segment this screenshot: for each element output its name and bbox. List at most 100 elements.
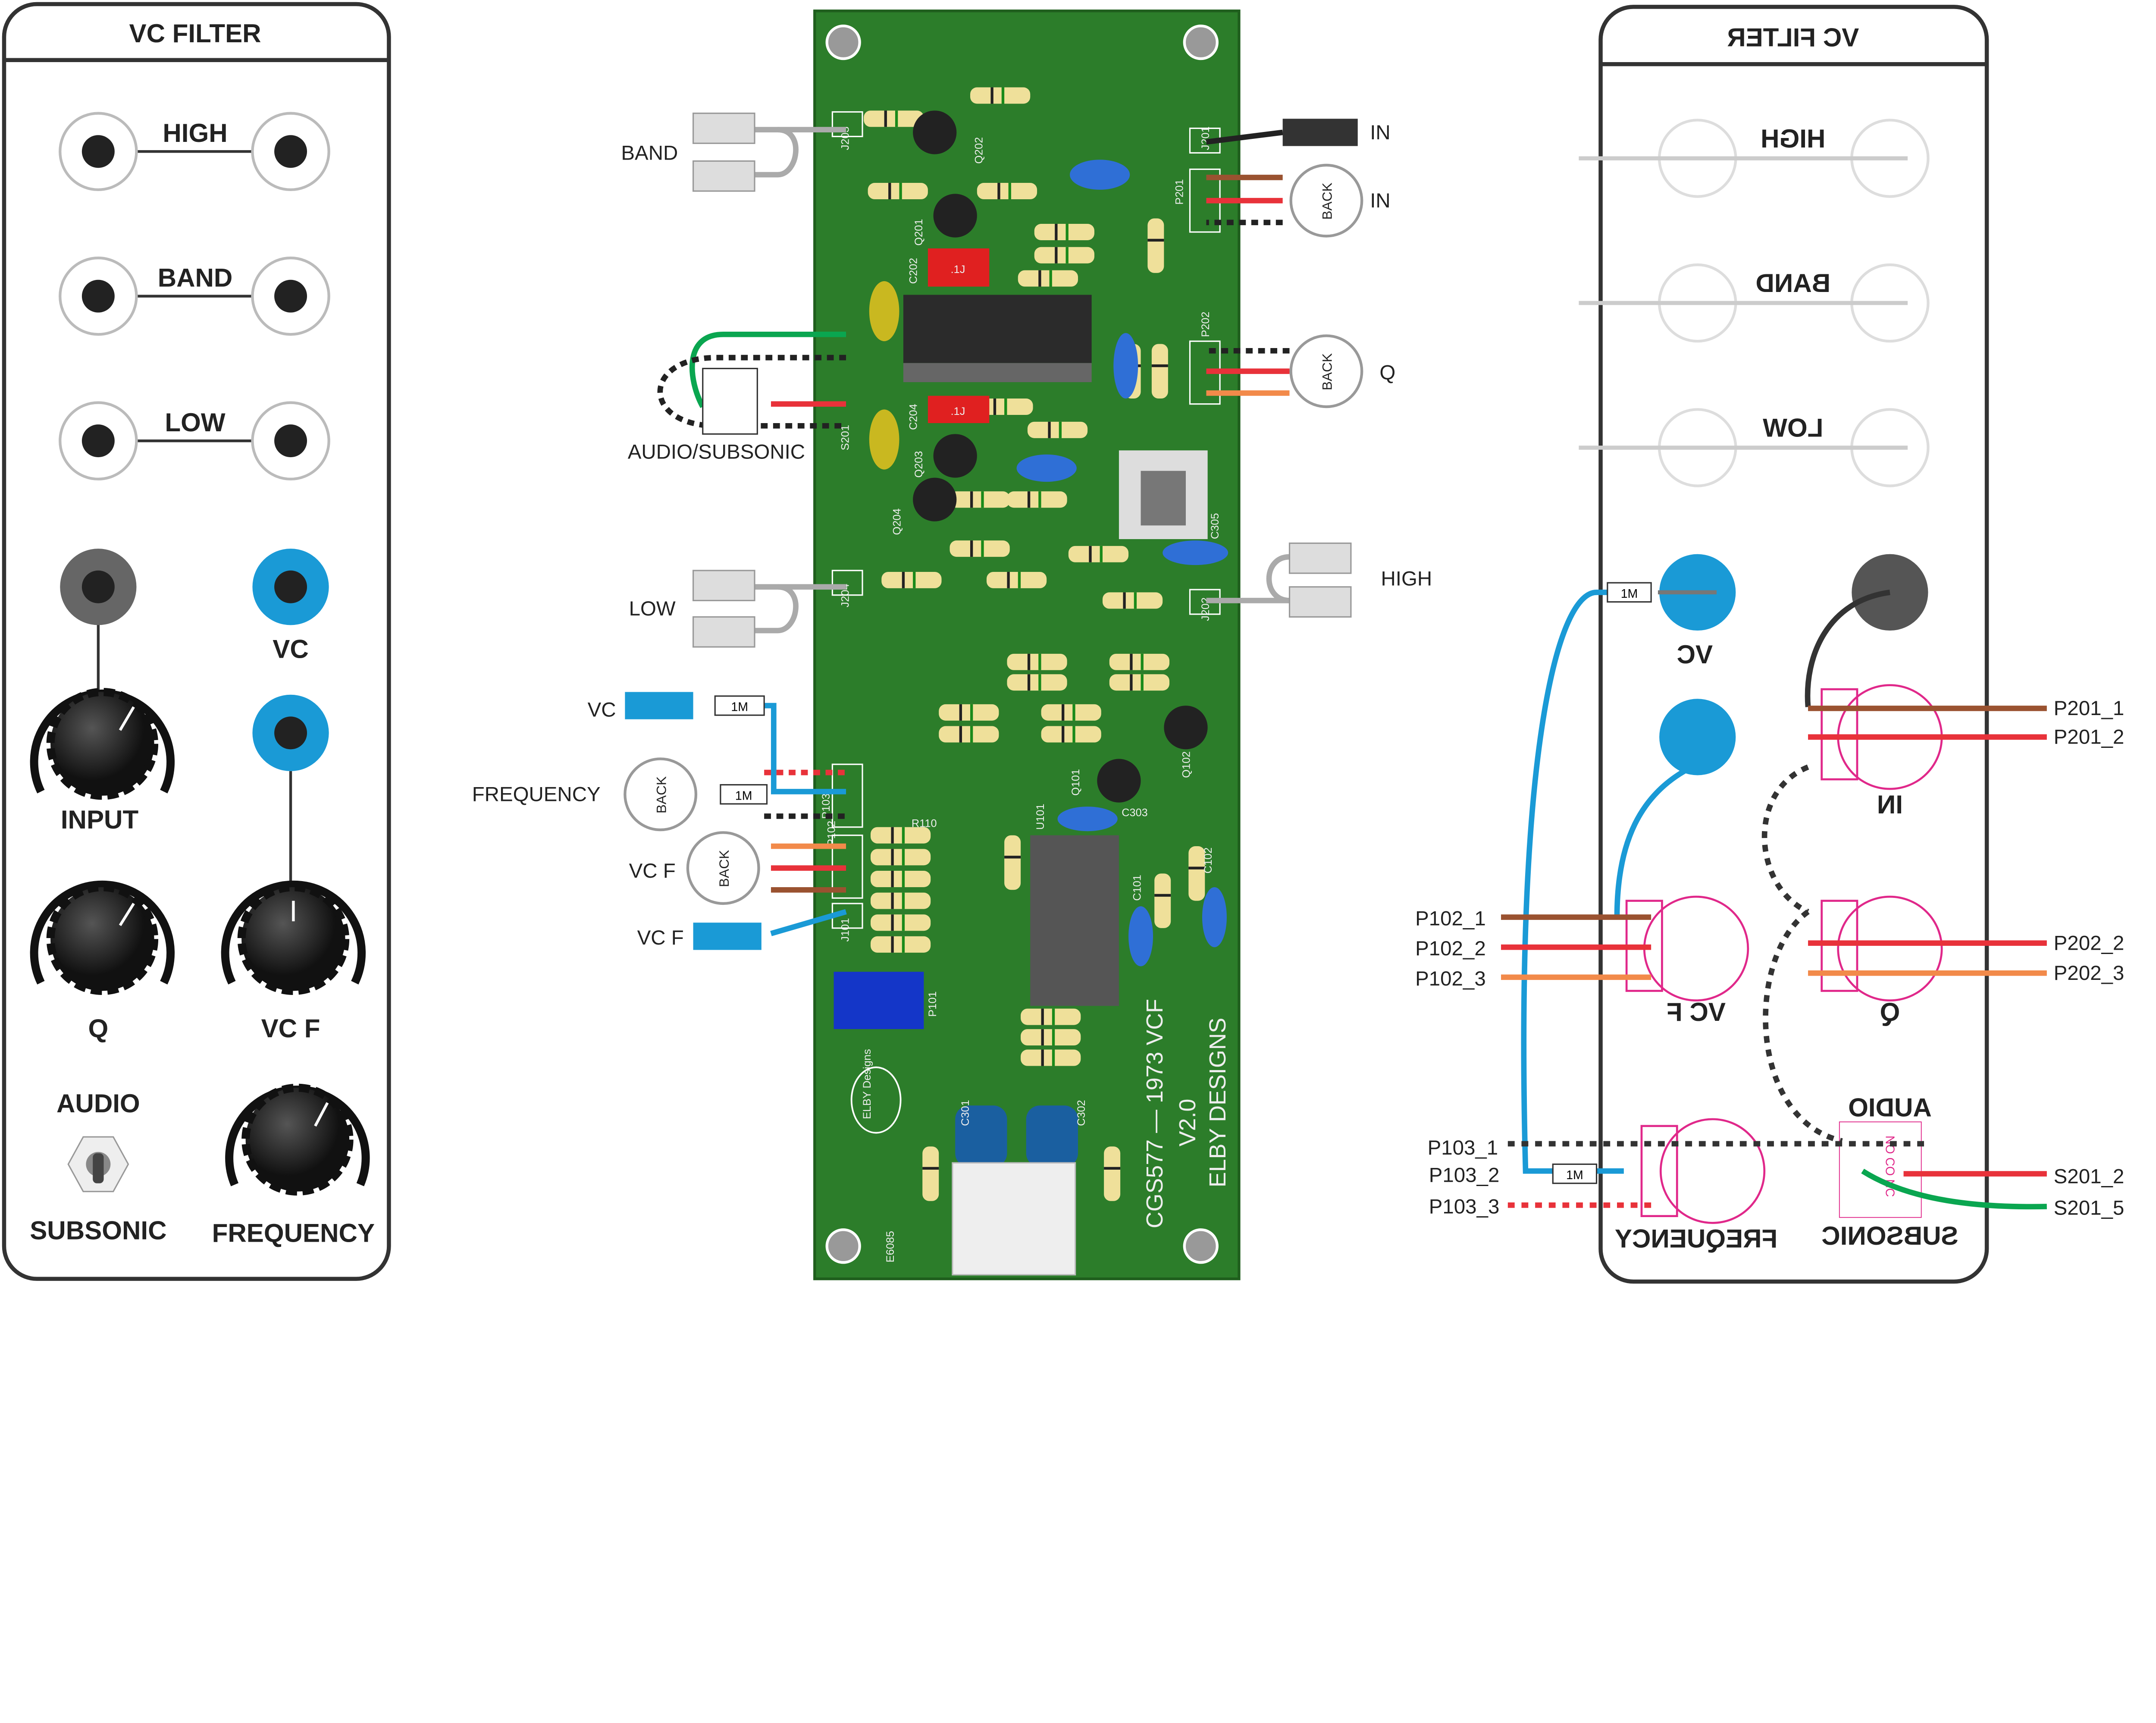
knob-vc-f[interactable] — [221, 880, 366, 995]
resistor — [922, 1146, 939, 1201]
rear-label-band: BAND — [1755, 269, 1830, 298]
wire-p201-2: P201_2 — [2054, 726, 2125, 749]
resistor-r110-value: 1M — [735, 789, 752, 803]
elby-logo-text: ELBY Designs — [861, 1049, 873, 1119]
resistor-rvc — [714, 695, 765, 716]
resistor — [1027, 421, 1088, 438]
resistor — [1041, 704, 1101, 721]
capacitor — [1113, 333, 1138, 399]
resistor — [881, 571, 942, 588]
rear-label-in: IN — [1877, 790, 1903, 819]
ref-q101: Q101 — [1070, 769, 1082, 796]
ic-u101 — [1030, 835, 1119, 1006]
capacitor — [1202, 887, 1227, 948]
wire-p103-1: P103_1 — [1428, 1136, 1498, 1159]
pcb-side-labels: BAND AUDIO/SUBSONIC LOW VC FREQUENCY VC … — [472, 121, 1432, 949]
knob-q[interactable] — [30, 880, 175, 995]
rear-label-vc: VC — [1677, 640, 1713, 669]
resistor — [870, 870, 931, 887]
rear-label-low: LOW — [1763, 414, 1823, 443]
resistor — [1004, 835, 1021, 890]
resistor — [939, 704, 999, 721]
resistor — [986, 571, 1047, 588]
ref-p202: P202 — [1200, 312, 1212, 337]
cap-value-c204: .1J — [951, 405, 965, 417]
resistor — [1109, 674, 1170, 691]
resistor — [1034, 223, 1094, 240]
label-frequency: FREQUENCY — [472, 783, 601, 806]
label-q: Q — [1379, 361, 1395, 384]
label-frequency: FREQUENCY — [212, 1219, 375, 1248]
jack-row-low: LOW — [59, 401, 330, 480]
rear-panel: VC FILTER HIGH BAND LOW VC IN VC F Q FRE… — [1415, 5, 2124, 1284]
potentiometer-back: BACK — [624, 757, 698, 832]
capacitor — [1163, 540, 1228, 565]
resistors — [864, 87, 1205, 1201]
toggle-switch-audio-subsonic[interactable] — [67, 1136, 129, 1193]
resistor — [1007, 653, 1067, 670]
resistor-rvc-value: 1M — [731, 700, 748, 714]
rear-pots — [1625, 684, 1943, 1224]
rear-label-frequency: FREQUENCY — [1615, 1224, 1777, 1253]
knob-input[interactable] — [30, 687, 175, 800]
resistor — [1104, 1146, 1121, 1201]
board-title: CGS577 — 1973 VCF — [1142, 999, 1168, 1228]
rear-label-subsonic: SUBSONIC — [1821, 1221, 1958, 1250]
resistor — [950, 540, 1010, 557]
resistor — [1007, 674, 1067, 691]
rear-jack-input — [1852, 554, 1928, 631]
ref-q204: Q204 — [891, 508, 903, 535]
wire-p201-1: P201_1 — [2054, 697, 2125, 720]
wire-p102-3: P102_3 — [1415, 967, 1486, 990]
capacitor — [869, 409, 899, 470]
ref-c303: C303 — [1122, 807, 1147, 819]
knob-frequency[interactable] — [225, 1083, 370, 1196]
label-vc-f-jack: VC F — [637, 926, 684, 949]
wire-p102-1: P102_1 — [1415, 907, 1486, 930]
ic-main — [903, 295, 1092, 363]
resistor — [939, 726, 999, 743]
board-version: V2.0 — [1175, 1099, 1200, 1147]
front-panel: VC FILTER HIGH BAND LOW VC — [2, 2, 391, 1281]
ref-u101: U101 — [1034, 804, 1047, 830]
resistor — [868, 183, 928, 200]
rear-wiring — [1501, 590, 2047, 1210]
resistor — [1021, 1029, 1081, 1046]
rear-ghost-jacks — [1579, 119, 1930, 487]
rear-wire-labels: P102_1 P102_2 P102_3 P103_1 P103_2 P103_… — [1415, 697, 2124, 1219]
ref-c204: C204 — [908, 404, 920, 430]
resistor — [1188, 846, 1205, 901]
resistor-r110 — [720, 784, 768, 805]
resistor — [870, 892, 931, 909]
power-connector — [952, 1162, 1076, 1276]
rear-label-vc-f: VC F — [1667, 998, 1726, 1026]
rear-panel-title: VC FILTER — [1727, 23, 1859, 52]
capacitor — [1070, 160, 1130, 190]
resistor — [1007, 491, 1067, 508]
label-subsonic: SUBSONIC — [30, 1216, 166, 1245]
resistor — [950, 491, 1010, 508]
resistor — [1068, 546, 1129, 562]
rear-label-high: HIGH — [1761, 124, 1825, 153]
resistor — [870, 827, 931, 844]
wire-p102-2: P102_2 — [1415, 937, 1486, 960]
wire-p103-2: P103_2 — [1429, 1164, 1500, 1187]
resistor — [870, 914, 931, 931]
label-vc-f: VC F — [261, 1014, 320, 1043]
pot-back-label: BACK — [1319, 353, 1335, 390]
resistor — [864, 110, 924, 127]
resistor — [1102, 592, 1163, 609]
pot-back-label: BACK — [1319, 182, 1335, 220]
capacitor-c202 — [928, 248, 990, 287]
potentiometer-back: BACK — [1289, 334, 1363, 408]
ref-c305: C305 — [1209, 513, 1221, 539]
pcb-offboard-wiring — [657, 127, 1310, 936]
rear-resistor-vc-value: 1M — [1621, 587, 1638, 601]
label-vc: VC — [588, 698, 616, 721]
resistor — [1151, 344, 1168, 399]
ref-j201: J201 — [1200, 126, 1212, 150]
board-maker: ELBY DESIGNS — [1205, 1018, 1231, 1188]
label-audio: AUDIO — [56, 1089, 140, 1118]
label-low: LOW — [629, 597, 676, 620]
